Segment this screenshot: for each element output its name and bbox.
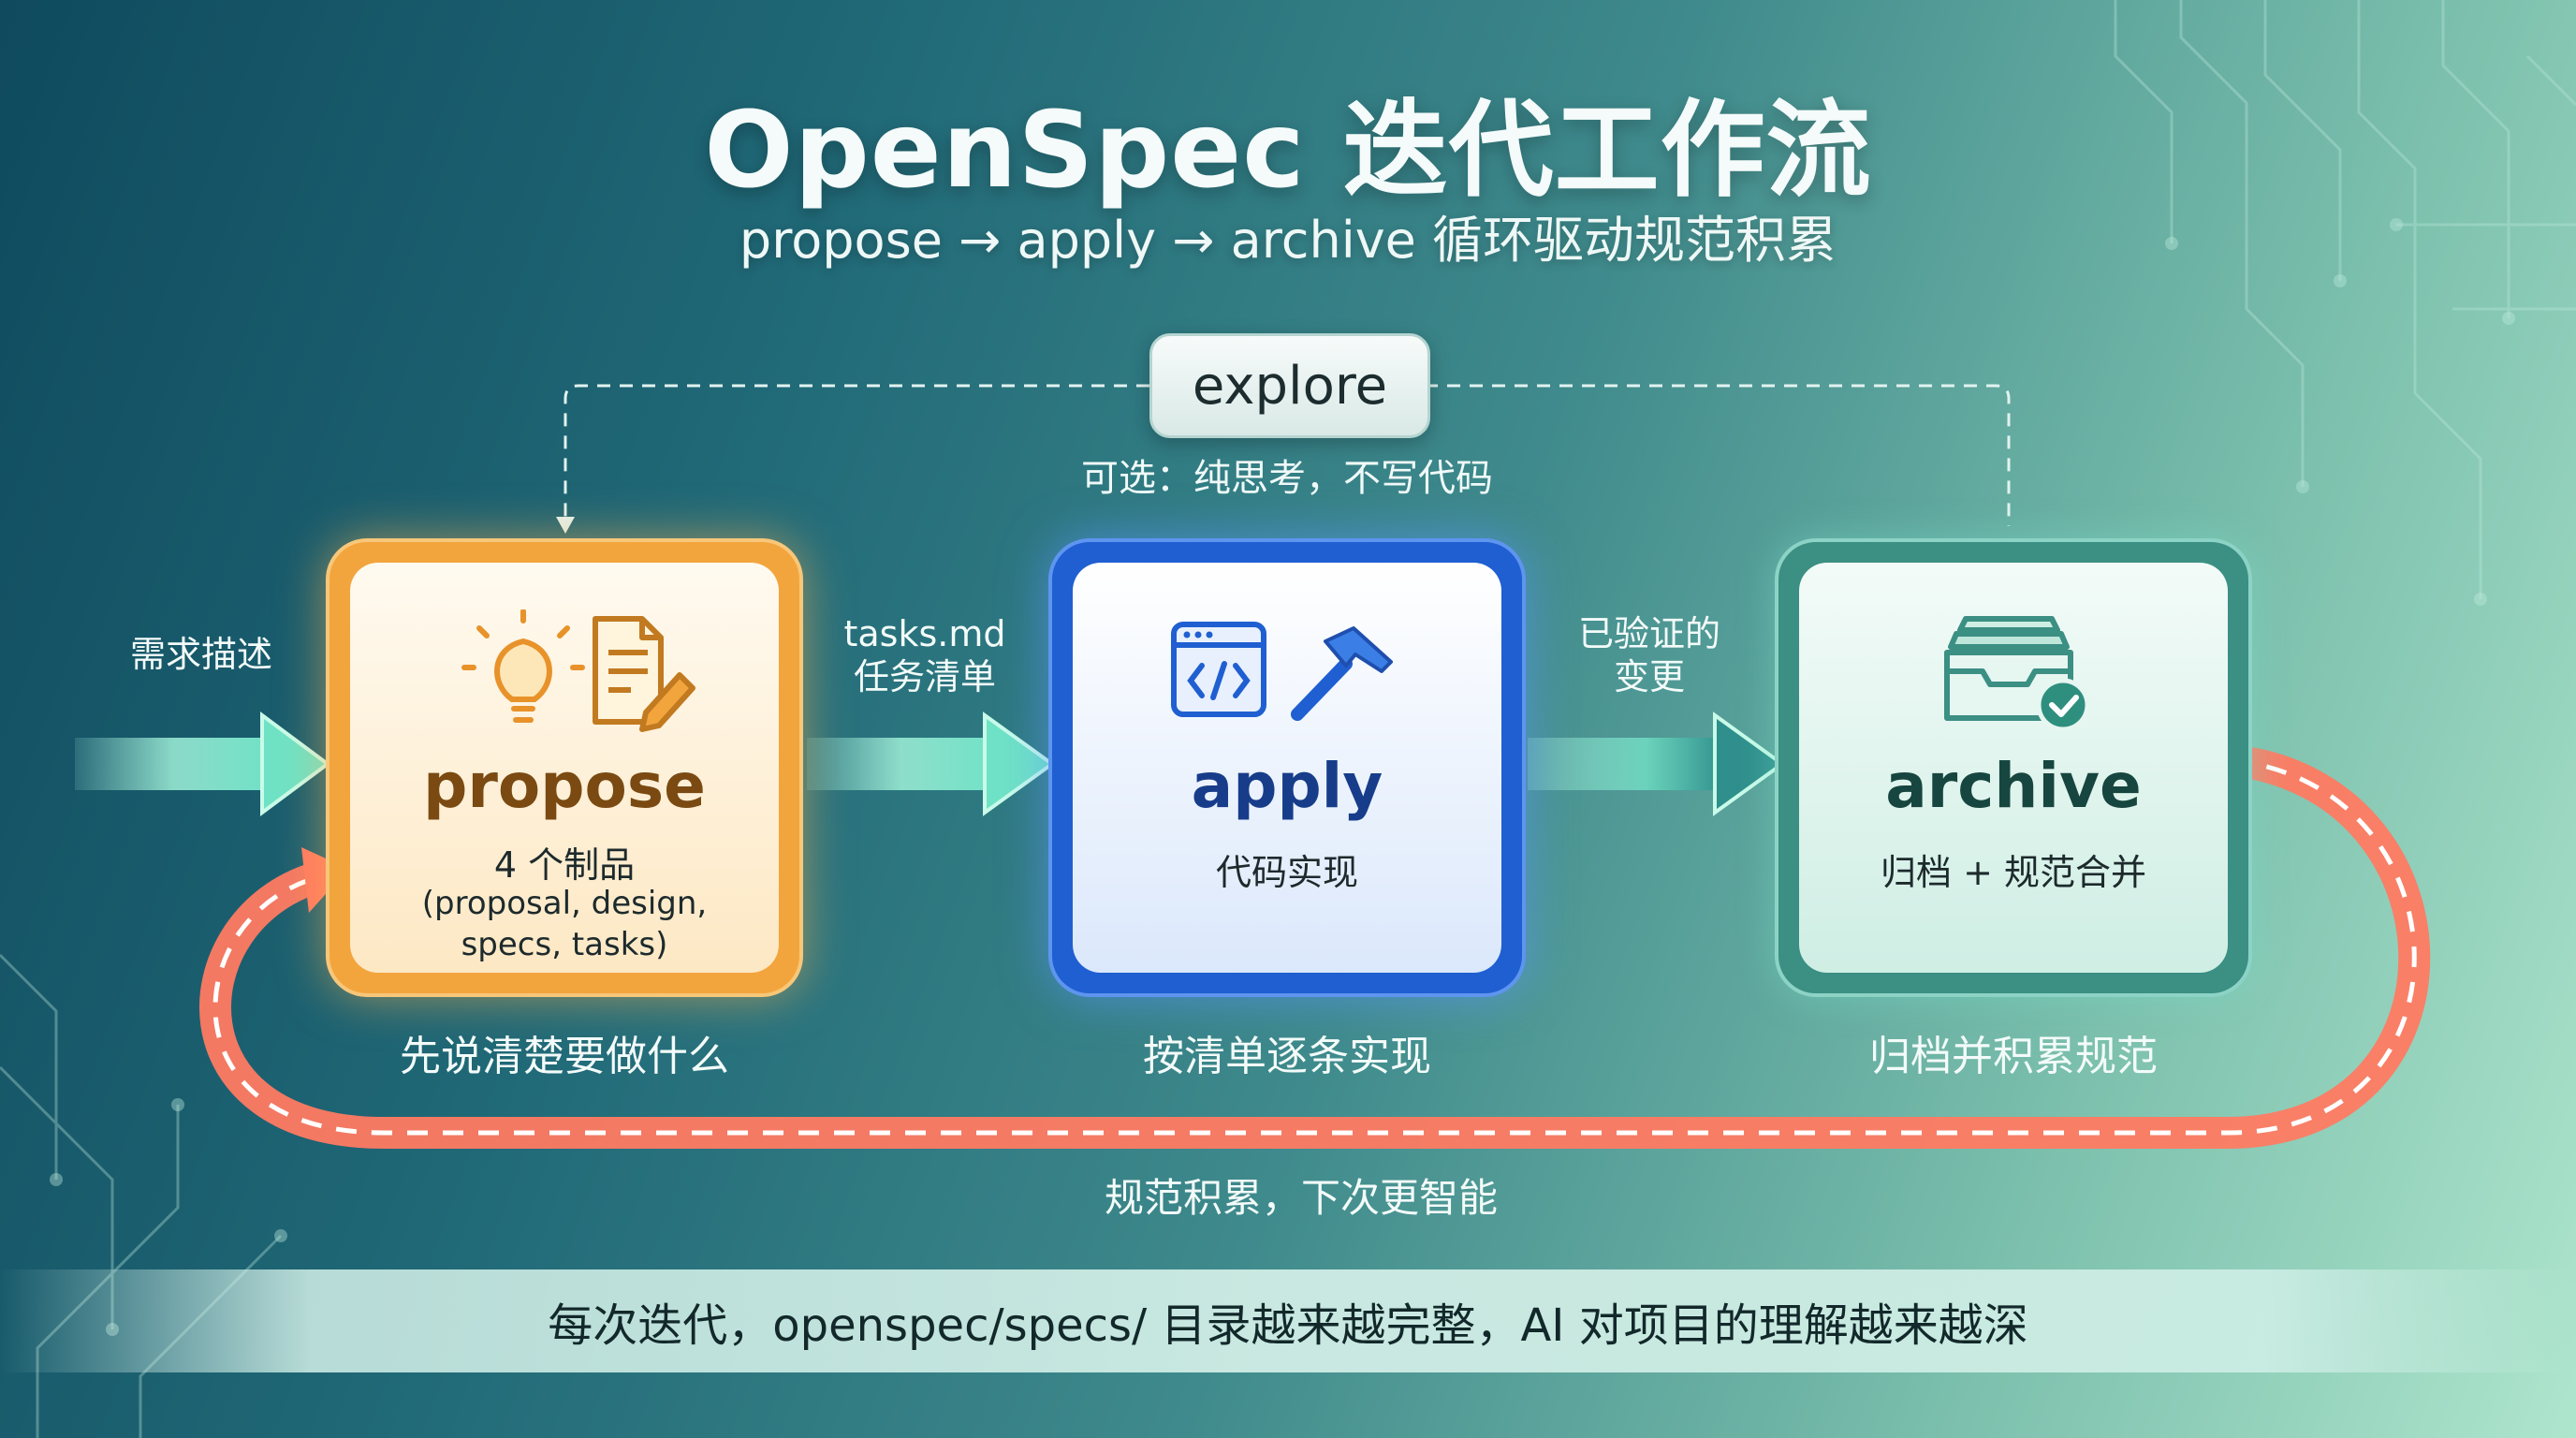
apply-icons	[1171, 622, 1393, 721]
explore-label: explore	[1192, 355, 1388, 417]
verified-label-line1: 已验证的	[1577, 613, 1720, 654]
hammer-icon	[1291, 626, 1393, 721]
page-subtitle: propose → apply → archive 循环驱动规范积累	[739, 211, 1837, 270]
page-title: OpenSpec 迭代工作流	[704, 90, 1872, 212]
propose-caption: 先说清楚要做什么	[400, 1033, 729, 1080]
explore-connector	[564, 384, 2011, 526]
propose-artifact-count: 4 个制品	[493, 844, 636, 886]
propose-card: propose 4 个制品 (proposal, design, specs, …	[326, 538, 803, 997]
propose-card-body: propose 4 个制品 (proposal, design, specs, …	[350, 563, 779, 973]
apply-subtitle: 代码实现	[1215, 852, 1358, 893]
explore-node: explore	[1149, 333, 1430, 438]
archive-subtitle: 归档 + 规范合并	[1881, 852, 2146, 893]
explore-note: 可选：纯思考，不写代码	[1081, 457, 1493, 500]
archive-card: archive 归档 + 规范合并	[1775, 538, 2252, 997]
code-window-icon	[1171, 622, 1266, 717]
propose-artifact-list-line2: specs, tasks)	[461, 926, 668, 963]
footer-banner-text: 每次迭代，openspec/specs/ 目录越来越完整，AI 对项目的理解越来…	[548, 1299, 2028, 1352]
tasks-label-line1: tasks.md	[843, 613, 1006, 654]
input-arrow	[75, 712, 331, 816]
explore-arrowhead	[556, 517, 575, 534]
propose-title: propose	[423, 750, 706, 822]
apply-caption: 按清单逐条实现	[1143, 1033, 1431, 1080]
tasks-label: tasks.md 任务清单	[812, 612, 1037, 698]
feedback-loop-label: 规范积累，下次更智能	[1104, 1175, 1498, 1221]
tasks-label-line2: 任务清单	[853, 656, 996, 697]
archive-icons	[1944, 616, 2090, 732]
input-label: 需求描述	[129, 634, 272, 675]
footer-banner: 每次迭代，openspec/specs/ 目录越来越完整，AI 对项目的理解越来…	[0, 1269, 2576, 1372]
lightbulb-icon	[461, 609, 585, 723]
archive-caption: 归档并积累规范	[1869, 1033, 2158, 1080]
propose-icons	[461, 609, 695, 732]
verified-label-line2: 变更	[1613, 656, 1685, 697]
apply-card: apply 代码实现	[1048, 538, 1526, 997]
check-badge-icon	[2036, 678, 2090, 732]
archive-card-body: archive 归档 + 规范合并	[1799, 563, 2228, 973]
propose-artifact-list-line1: (proposal, design,	[421, 885, 708, 922]
verified-label: 已验证的 变更	[1537, 612, 1762, 698]
apply-card-body: apply 代码实现	[1073, 563, 1501, 973]
arrow-propose-to-apply	[807, 712, 1056, 816]
apply-title: apply	[1191, 750, 1383, 822]
arrow-apply-to-archive	[1528, 712, 1786, 816]
archive-title: archive	[1885, 750, 2142, 822]
document-edit-icon	[593, 616, 695, 732]
